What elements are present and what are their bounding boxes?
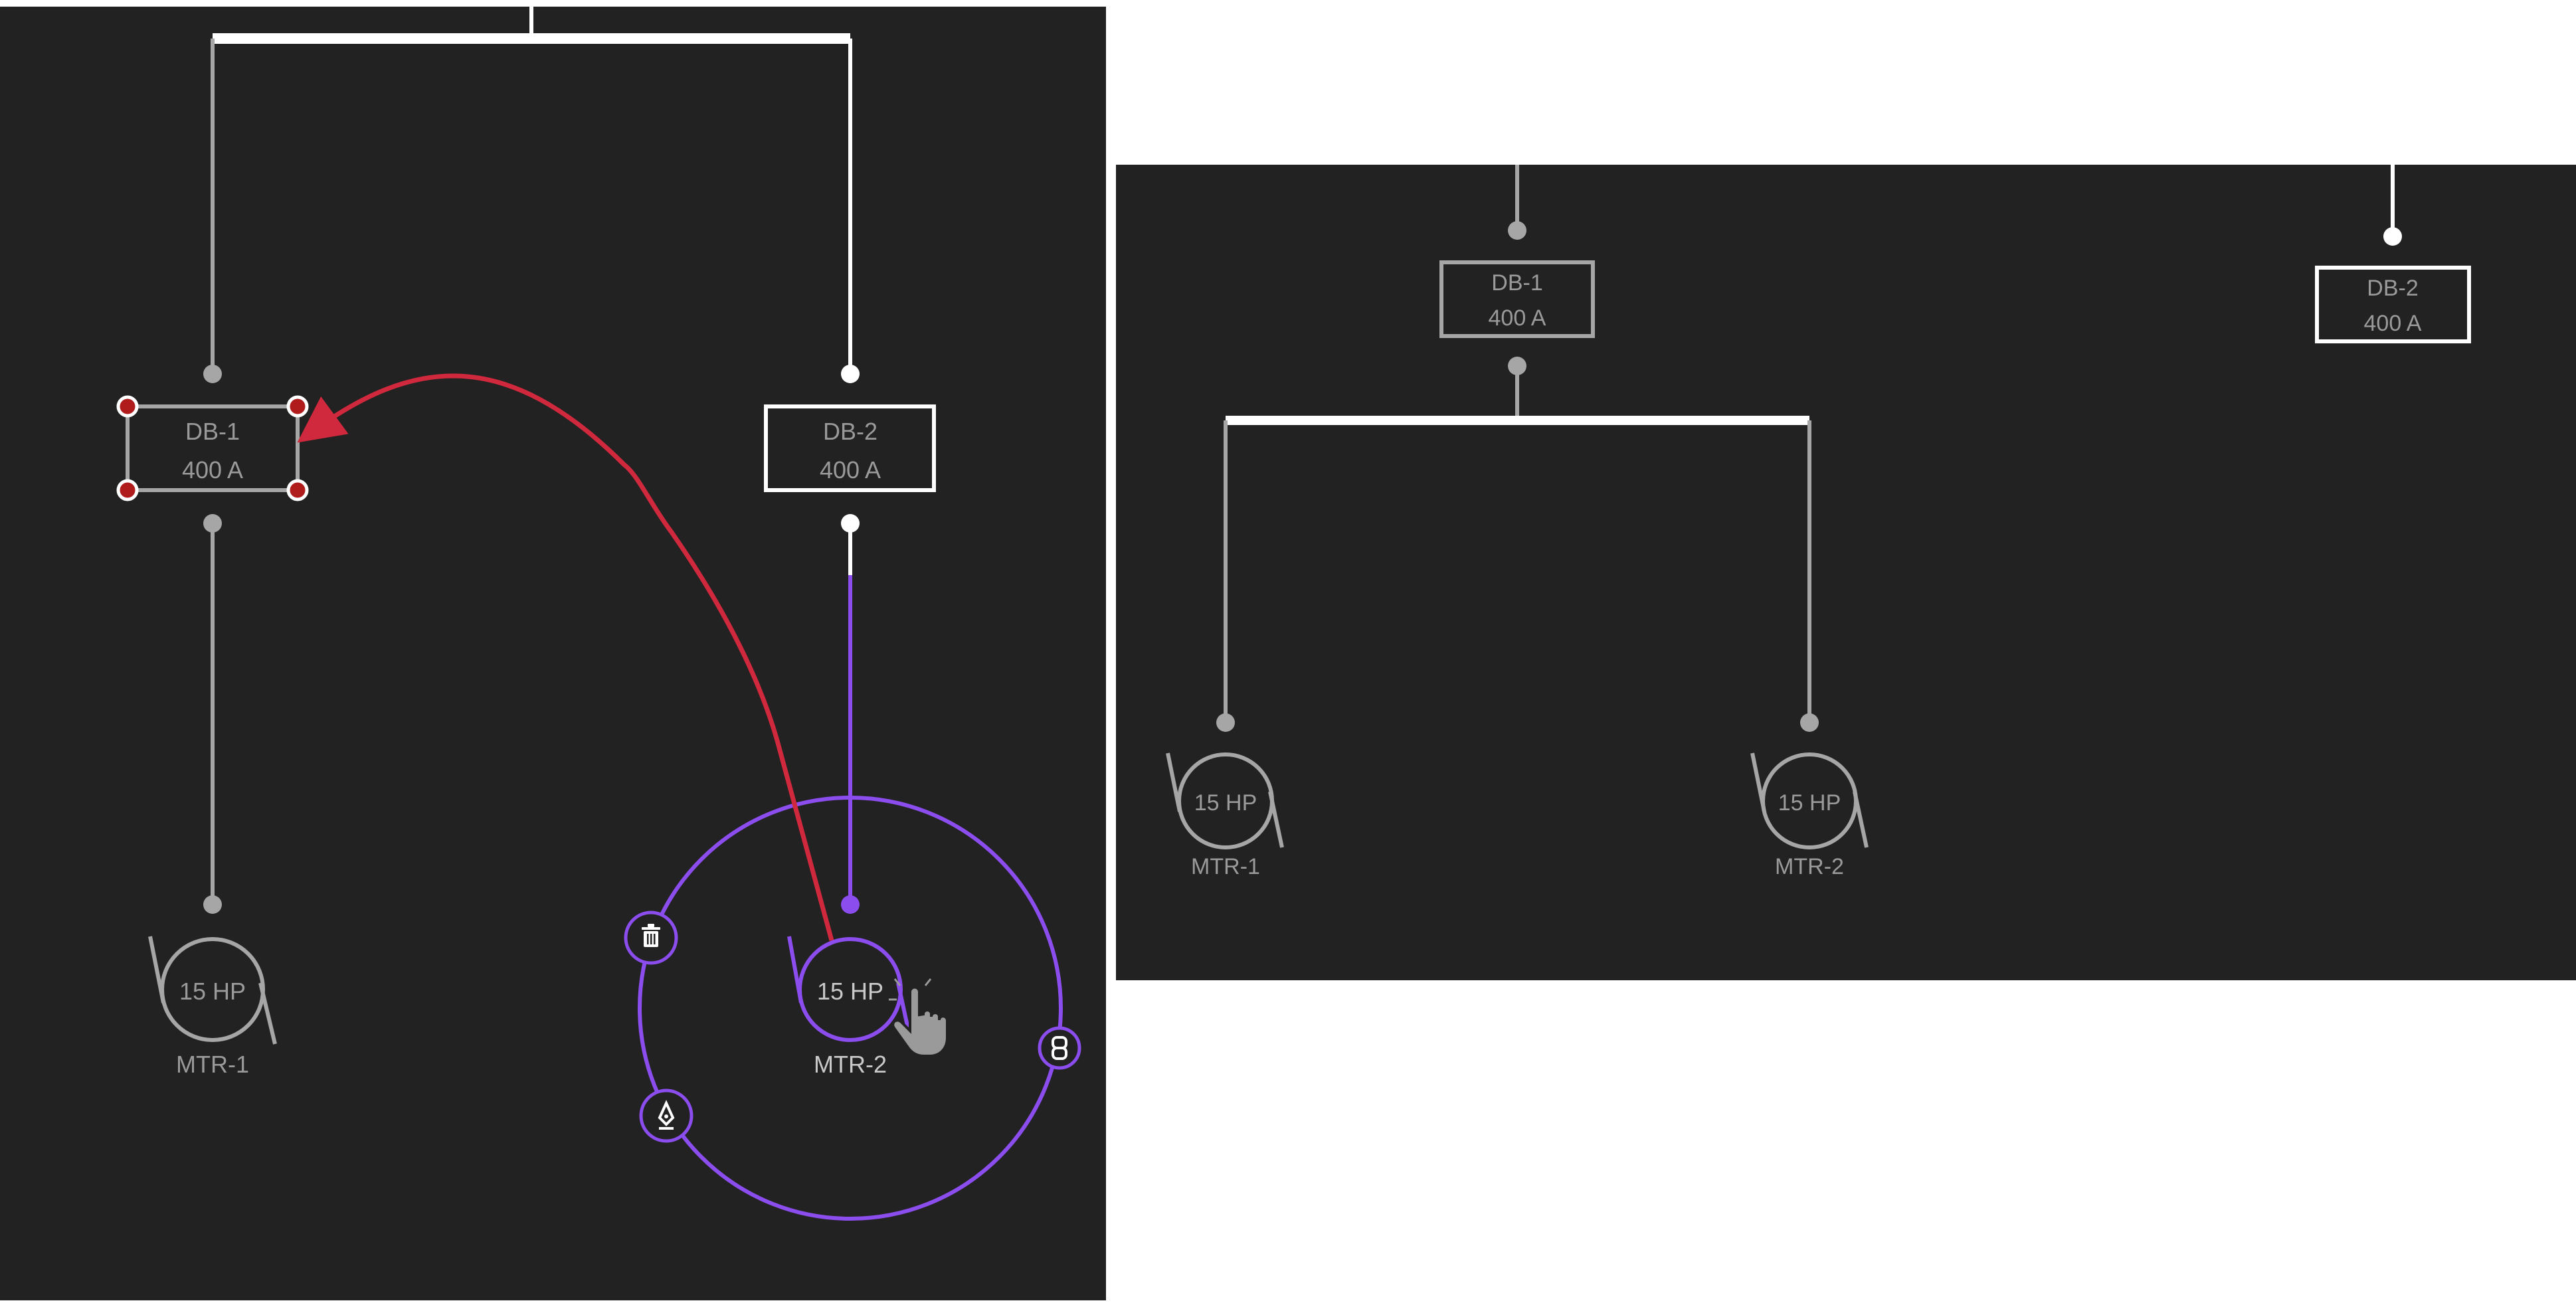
trash-icon	[642, 924, 660, 947]
mtr1-terminal[interactable]	[203, 895, 222, 914]
db1-resize-handle-top-left[interactable]	[116, 395, 139, 418]
r-db1-top-terminal[interactable]	[1508, 221, 1526, 240]
r-mtr2-name: MTR-2	[1775, 854, 1844, 879]
r-db2-rating: 400 A	[2364, 311, 2422, 336]
db1-resize-handle-bottom-right[interactable]	[286, 479, 309, 501]
r-mtr1-tail-right	[1268, 791, 1284, 848]
r-mtr2-tail-right	[1853, 791, 1869, 848]
right-panel-background	[1116, 165, 2576, 980]
r-db2-node[interactable]: DB-2 400 A	[2315, 266, 2471, 343]
db1-rating: 400 A	[182, 456, 243, 483]
mtr2-tail-left	[787, 936, 803, 1004]
r-db1-box[interactable]	[1439, 260, 1595, 338]
link-button[interactable]	[1038, 1026, 1081, 1070]
r-mtr2-tail-left	[1750, 752, 1766, 812]
r-db1-name: DB-1	[1491, 270, 1542, 296]
delete-button[interactable]	[624, 911, 678, 965]
mtr1-power: 15 HP	[179, 978, 246, 1005]
db1-resize-handle-top-right[interactable]	[286, 395, 309, 418]
r-mtr1-power: 15 HP	[1194, 790, 1257, 816]
link-icon	[1052, 1036, 1067, 1060]
r-mtr2-terminal[interactable]	[1800, 713, 1819, 732]
r-mtr1-name: MTR-1	[1191, 854, 1260, 879]
db1-name: DB-1	[185, 418, 240, 445]
mtr2-power: 15 HP	[817, 978, 883, 1005]
r-db1-node[interactable]: DB-1 400 A	[1439, 260, 1595, 338]
mtr1-name: MTR-1	[176, 1051, 249, 1078]
db1-resize-handle-bottom-left[interactable]	[116, 479, 139, 501]
mtr2-name: MTR-2	[814, 1051, 887, 1078]
r-mtr2-power: 15 HP	[1778, 790, 1841, 816]
mtr1-tail-left	[148, 936, 165, 1004]
r-mtr1-node[interactable]: 15 HP MTR-1	[1166, 752, 1284, 879]
r-db2-top-terminal[interactable]	[2383, 227, 2402, 246]
left-panel-background	[0, 7, 1106, 1300]
mtr1-tail-right	[258, 982, 277, 1045]
hand-pointer-icon	[889, 978, 949, 1057]
reconnect-arrow	[297, 373, 834, 941]
db2-name: DB-2	[823, 418, 877, 445]
mtr2-terminal[interactable]	[841, 895, 860, 914]
radial-menu-ring	[638, 796, 1063, 1221]
right-panel: DB-1 400 A 15 HP MTR-1 15 HP MTR-2	[1116, 165, 2576, 980]
db2-top-terminal[interactable]	[841, 365, 860, 383]
r-db1-rating: 400 A	[1489, 306, 1546, 331]
r-db2-name: DB-2	[2367, 276, 2418, 301]
r-mtr1-tail-left	[1166, 752, 1182, 812]
r-mtr1-terminal[interactable]	[1216, 713, 1235, 732]
edit-button[interactable]	[639, 1089, 693, 1143]
pen-icon	[658, 1100, 675, 1130]
db1-box[interactable]	[126, 404, 300, 492]
db1-top-terminal[interactable]	[203, 365, 222, 383]
db2-node[interactable]: DB-2 400 A	[764, 404, 936, 492]
db2-rating: 400 A	[820, 456, 881, 483]
mtr1-node[interactable]: 15 HP MTR-1	[148, 936, 277, 1078]
r-mtr2-node[interactable]: 15 HP MTR-2	[1750, 752, 1869, 879]
mtr2-node[interactable]: 15 HP MTR-2	[787, 936, 913, 1078]
db2-box[interactable]	[764, 404, 936, 492]
r-db2-box[interactable]	[2315, 266, 2471, 343]
left-panel: DB-1 400 A 15 HP MTR-1 DB-2 400 A	[0, 7, 1106, 1300]
